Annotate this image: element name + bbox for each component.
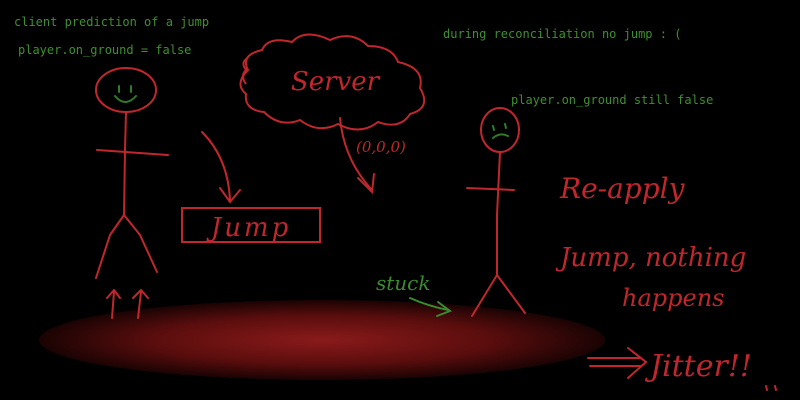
stuck-label: stuck	[376, 271, 431, 295]
client-on-ground-note: player.on_ground = false	[18, 43, 192, 57]
reconciliation-note: during reconciliation no jump : (	[443, 27, 682, 41]
stuck-arrow	[409, 297, 453, 317]
cloud-brace	[242, 57, 249, 85]
arrow-to-jump	[201, 131, 241, 204]
happens-label: happens	[622, 284, 724, 312]
jitter-sad-mark	[765, 385, 777, 391]
jump-label: Jump	[206, 213, 291, 243]
jump-nothing-label: Jump, nothing	[555, 243, 746, 273]
server-stick-figure	[466, 107, 526, 317]
jump-box	[181, 207, 321, 243]
client-prediction-note: client prediction of a jump	[14, 15, 210, 29]
server-on-ground-note: player.on_ground still false	[511, 93, 714, 107]
arrow-from-server	[339, 117, 375, 195]
vector-label: (0,0,0)	[356, 138, 406, 156]
server-frown-face	[492, 123, 509, 139]
floor-platform	[39, 300, 605, 380]
server-cloud	[239, 33, 426, 131]
client-stick-figure	[95, 67, 169, 319]
client-smiley-face	[114, 85, 137, 103]
jitter-label: Jitter!!	[644, 349, 752, 384]
server-label: Server	[291, 67, 381, 97]
reapply-label: Re-apply	[559, 172, 686, 205]
jitter-arrow	[587, 347, 648, 379]
